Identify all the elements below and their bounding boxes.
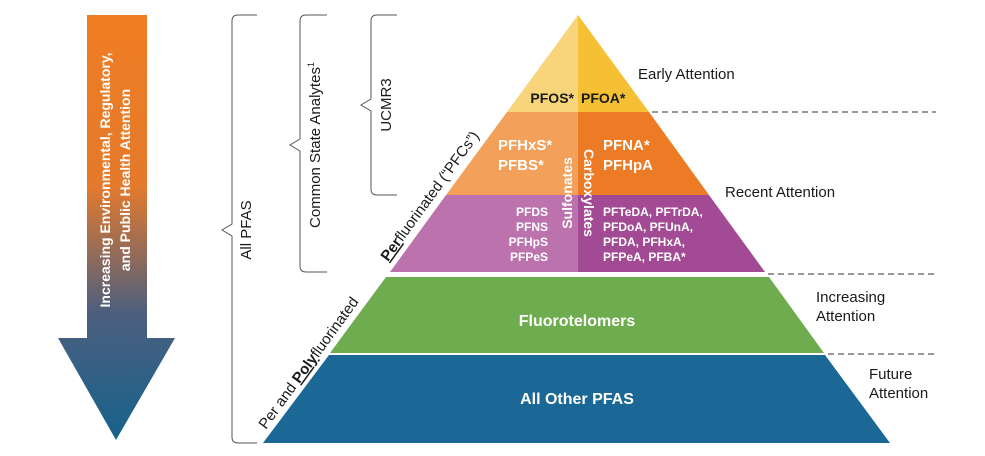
- layer-top-left: [507, 15, 578, 112]
- layer-recent-left: [446, 112, 578, 195]
- label-carboxylates: Carboxylates: [581, 149, 597, 237]
- bracket-label-common: Common State Analytes: [307, 67, 324, 228]
- layer-recent-right: [578, 112, 709, 195]
- label-pfdoa-pfuna: PFDoA, PFUnA,: [603, 220, 693, 234]
- bracket-label-all-pfas: All PFAS: [238, 200, 255, 259]
- layer-longchain-left: [390, 195, 578, 272]
- attention-recent: Recent Attention: [725, 184, 835, 201]
- layer-all-other-pfas: [263, 355, 890, 443]
- label-pfhpa: PFHpA: [603, 157, 653, 174]
- label-pfds: PFDS: [516, 205, 548, 219]
- label-pfhxs: PFHxS*: [498, 137, 552, 154]
- label-pfna: PFNA*: [603, 137, 650, 154]
- attention-future-line2: Attention: [869, 385, 928, 402]
- label-pfbs: PFBS*: [498, 157, 544, 174]
- svg-text:Common State Analytes1: Common State Analytes1: [306, 62, 324, 228]
- label-pfpes: PFPeS: [510, 250, 548, 264]
- label-fluorotelomers: Fluorotelomers: [519, 313, 636, 330]
- footnote-marker: 1: [306, 62, 316, 67]
- layer-top-right: [578, 15, 649, 112]
- pyramid: PFOS* PFOA* PFHxS* PFBS* PFNA* PFHpA PFD…: [263, 15, 890, 443]
- bracket-ucmr3: UCMR3: [360, 14, 397, 196]
- arrow-label-line1: Increasing Environmental, Regulatory,: [97, 53, 113, 308]
- attention-future-line1: Future: [869, 366, 912, 383]
- layer-fluorotelomers: [330, 277, 824, 353]
- bracket-label-ucmr3: UCMR3: [378, 78, 395, 131]
- arrow-label-line2: and Public Health Attention: [117, 89, 133, 271]
- label-sulfonates: Sulfonates: [559, 157, 575, 229]
- bracket-all-pfas: All PFAS: [221, 14, 257, 444]
- bracket-common-state-analytes: Common State Analytes1: [289, 14, 327, 273]
- attention-early: Early Attention: [638, 66, 735, 83]
- attention-arrow: Increasing Environmental, Regulatory, an…: [58, 15, 175, 440]
- label-all-other-pfas: All Other PFAS: [520, 391, 634, 408]
- attention-increasing-line1: Increasing: [816, 289, 885, 306]
- label-pfda-pfhxa: PFDA, PFHxA,: [603, 235, 685, 249]
- layer-longchain-right: [578, 195, 765, 272]
- label-pfns: PFNS: [516, 220, 548, 234]
- label-pfteda-pftrda: PFTeDA, PFTrDA,: [603, 205, 703, 219]
- attention-increasing-line2: Attention: [816, 308, 875, 325]
- label-pfoa: PFOA*: [581, 90, 626, 106]
- label-pfos: PFOS*: [530, 90, 574, 106]
- label-pfpea-pfba: PFPeA, PFBA*: [603, 250, 686, 264]
- label-pfhps: PFHpS: [509, 235, 548, 249]
